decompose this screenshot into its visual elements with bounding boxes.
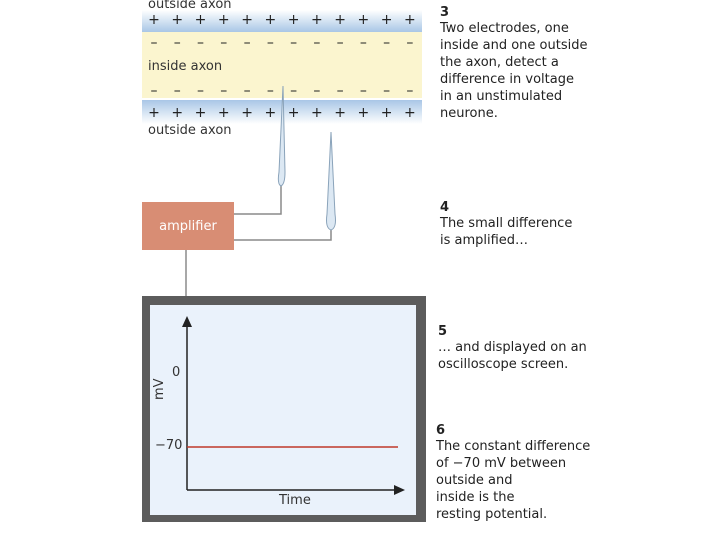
outside-electrode — [326, 131, 336, 231]
oscilloscope-screen — [150, 305, 416, 515]
x-axis-arrow — [394, 485, 405, 495]
minus-sign: – — [266, 83, 274, 99]
plus-sign: + — [380, 105, 393, 121]
minus-sign: – — [243, 35, 251, 51]
wire-outside-electrode — [234, 230, 332, 241]
amplifier-box: amplifier — [142, 202, 234, 250]
plus-sign: + — [380, 12, 393, 28]
minus-sign: – — [290, 35, 298, 51]
step-4-number: 4 — [440, 200, 450, 215]
plus-sign: + — [310, 12, 323, 28]
minus-sign: – — [290, 83, 298, 99]
minus-sign: – — [243, 83, 251, 99]
minus-sign: – — [313, 83, 321, 99]
minus-sign: – — [150, 83, 158, 99]
plus-sign: + — [264, 105, 277, 121]
plus-sign: + — [194, 12, 207, 28]
step-6: 6 The constant difference of −70 mV betw… — [436, 423, 590, 523]
tick-label-zero: 0 — [172, 365, 181, 380]
plus-sign: + — [171, 12, 184, 28]
y-axis-arrow — [182, 316, 192, 327]
step-3-number: 3 — [440, 5, 450, 20]
plus-sign: + — [241, 105, 253, 121]
y-axis-label: mV — [152, 378, 167, 400]
minus-sign: – — [406, 35, 414, 51]
inside-electrode — [277, 85, 286, 187]
plus-sign: + — [310, 105, 323, 121]
tick-label-minus-70: −70 — [155, 438, 183, 453]
plus-sign: + — [217, 105, 230, 121]
minus-sign: – — [359, 35, 367, 51]
positive-charges-bottom: + + + + + + + + + + + + — [142, 106, 422, 120]
minus-sign: – — [173, 35, 181, 51]
minus-sign: – — [173, 83, 181, 99]
plus-sign: + — [404, 12, 416, 28]
minus-sign: – — [383, 83, 391, 99]
step-5: 5 … and displayed on an oscilloscope scr… — [438, 324, 587, 373]
plus-sign: + — [357, 105, 370, 121]
minus-sign: – — [336, 35, 344, 51]
plus-sign: + — [334, 12, 346, 28]
step-4-text: The small difference is amplified… — [440, 216, 573, 248]
plus-sign: + — [217, 12, 230, 28]
minus-sign: – — [197, 35, 205, 51]
minus-sign: – — [220, 35, 228, 51]
step-6-number: 6 — [436, 423, 446, 438]
plus-sign: + — [148, 12, 160, 28]
minus-sign: – — [220, 83, 228, 99]
plus-sign: + — [334, 105, 346, 121]
plus-sign: + — [404, 105, 416, 121]
plus-sign: + — [148, 105, 160, 121]
minus-sign: – — [383, 35, 391, 51]
minus-sign: – — [336, 83, 344, 99]
plus-sign: + — [357, 12, 370, 28]
positive-charges-top: + + + + + + + + + + + + — [142, 13, 422, 27]
minus-sign: – — [359, 83, 367, 99]
minus-sign: – — [406, 83, 414, 99]
negative-charges-bottom: –––––––––––– — [142, 84, 422, 98]
plus-sign: + — [194, 105, 207, 121]
minus-sign: – — [197, 83, 205, 99]
step-3-text: Two electrodes, one inside and one outsi… — [440, 21, 588, 121]
wire-inside-electrode — [234, 186, 282, 215]
plus-sign: + — [287, 105, 300, 121]
minus-sign: – — [266, 35, 274, 51]
amplifier-label: amplifier — [159, 218, 217, 234]
step-3: 3 Two electrodes, one inside and one out… — [440, 5, 587, 122]
plus-sign: + — [171, 105, 184, 121]
step-4: 4 The small difference is amplified… — [440, 200, 572, 249]
outside-membrane-top — [142, 10, 422, 32]
minus-sign: – — [150, 35, 158, 51]
outside-axon-bottom-label: outside axon — [148, 123, 232, 138]
step-6-text: The constant difference of −70 mV betwee… — [436, 439, 591, 522]
plus-sign: + — [264, 12, 277, 28]
minus-sign: – — [313, 35, 321, 51]
negative-charges-top: –––––––––––– — [142, 36, 422, 50]
axon-interior — [142, 32, 422, 98]
plus-sign: + — [241, 12, 253, 28]
plus-sign: + — [287, 12, 300, 28]
outside-axon-top-label: outside axon — [148, 0, 232, 12]
step-5-text: … and displayed on an oscilloscope scree… — [438, 340, 587, 372]
inside-axon-label: inside axon — [148, 59, 223, 74]
x-axis-label: Time — [279, 493, 311, 508]
step-5-number: 5 — [438, 324, 448, 339]
